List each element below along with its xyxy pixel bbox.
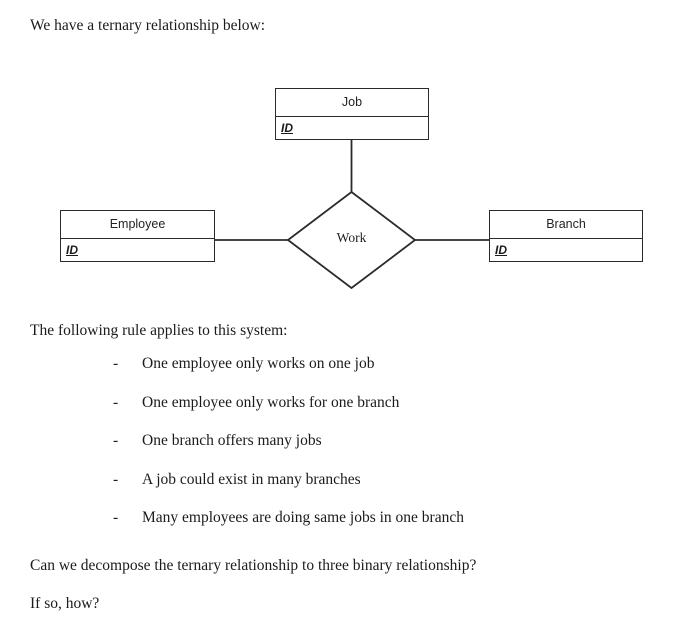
bullet-dash: - (113, 470, 119, 488)
er-diagram-canvas (215, 140, 489, 290)
bullet-dash: - (113, 355, 119, 372)
entity-employee-name: Employee (61, 211, 214, 239)
bullet-dash: - (113, 509, 119, 526)
rule-text: One branch offers many jobs (142, 432, 322, 449)
intro-text: We have a ternary relationship below: (30, 17, 266, 34)
rules-header-text: The following rule applies to this syste… (30, 322, 288, 339)
list-item: - One employee only works for one branch (30, 394, 670, 433)
list-item: - A job could exist in many branches (30, 471, 670, 510)
list-item: - One branch offers many jobs (30, 432, 670, 471)
relationship-diamond (286, 190, 417, 290)
er-diagram: Job ID Employee ID Branch ID Work (0, 70, 700, 305)
followup-question-text: If so, how? (30, 595, 100, 612)
entity-employee-attributes: ID (61, 239, 214, 262)
entity-branch-name: Branch (490, 211, 642, 239)
rule-text: A job could exist in many branches (142, 470, 361, 488)
rules-list: - One employee only works on one job - O… (30, 355, 670, 548)
entity-branch: Branch ID (489, 210, 643, 262)
entity-branch-attributes: ID (490, 239, 642, 262)
entity-job-key-attribute: ID (281, 121, 293, 135)
bullet-dash: - (113, 393, 119, 411)
question-text: Can we decompose the ternary relationshi… (30, 557, 477, 574)
entity-job-attributes: ID (276, 117, 428, 140)
list-item: - Many employees are doing same jobs in … (30, 509, 670, 548)
entity-branch-key-attribute: ID (495, 243, 507, 257)
entity-employee-key-attribute: ID (66, 243, 78, 257)
list-item: - One employee only works on one job (30, 355, 670, 394)
relationship-work-label: Work (336, 230, 367, 245)
entity-employee: Employee ID (60, 210, 215, 262)
rule-text: One employee only works on one job (142, 355, 375, 372)
bullet-dash: - (113, 432, 119, 449)
entity-job: Job ID (275, 88, 429, 140)
entity-job-name: Job (276, 89, 428, 117)
rule-text: Many employees are doing same jobs in on… (142, 509, 464, 526)
rule-text: One employee only works for one branch (142, 393, 400, 411)
